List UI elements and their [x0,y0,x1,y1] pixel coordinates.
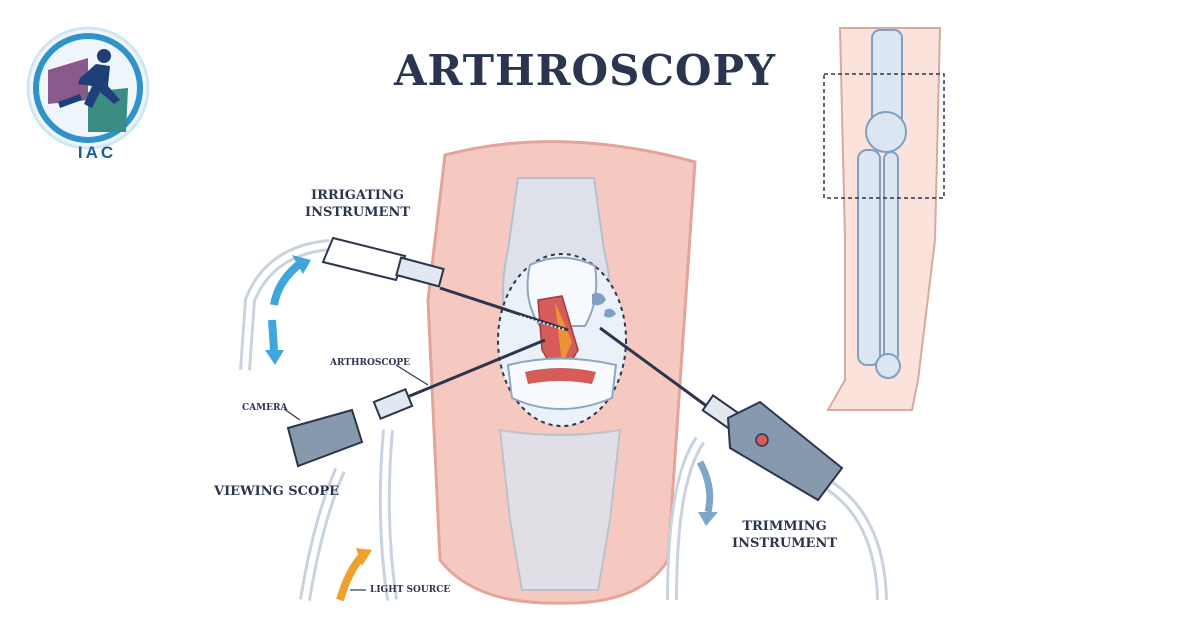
light-source-arrow [336,548,372,602]
viewing-scope-label: VIEWING SCOPE [214,484,340,499]
leader-lines [283,364,429,591]
trimming-instrument-label: TRIMMING INSTRUMENT [732,518,837,552]
irrigating-instrument-label: IRRIGATING INSTRUMENT [305,187,410,221]
arthroscope-label: ARTHROSCOPE [330,358,410,368]
trimming-arrow [696,460,718,526]
irrigation-arrows [265,255,311,365]
irrigating-instrument [239,236,569,371]
trimming-label-line1: TRIMMING [742,519,827,534]
leg-illustration [823,27,945,411]
trimming-label-line2: INSTRUMENT [732,536,838,551]
light-source-label: LIGHT SOURCE [370,585,451,595]
arthroscope [286,338,546,601]
trimming-instrument [599,326,888,601]
iac-logo [26,26,150,150]
page-title: ARTHROSCOPY [393,46,777,95]
logo-text: IAC [77,143,117,162]
irrigating-label-line1: IRRIGATING [311,188,405,203]
camera-label: CAMERA [242,403,288,413]
runner-logo-icon [58,49,120,108]
knee-illustration [426,140,697,605]
irrigating-label-line2: INSTRUMENT [305,205,411,220]
